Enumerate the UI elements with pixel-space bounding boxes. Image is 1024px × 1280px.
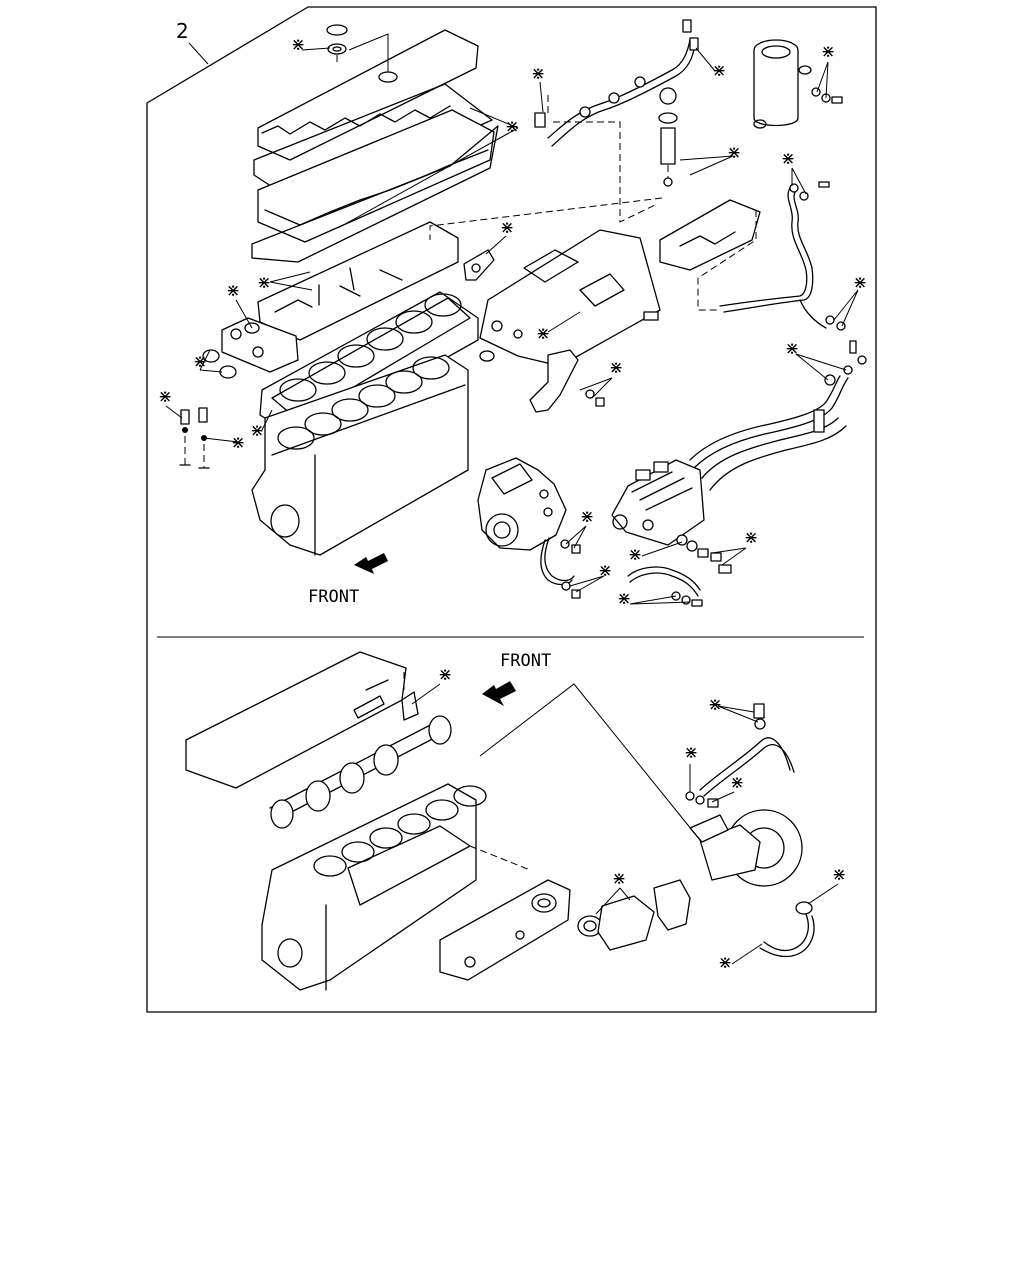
water-pump-group [531, 879, 691, 951]
cooler-leader [697, 210, 757, 311]
svg-text:⋇: ⋇ [712, 61, 726, 81]
svg-text:⋇: ⋇ [193, 352, 207, 372]
svg-text:⋇: ⋇ [580, 507, 594, 527]
svg-text:⋇: ⋇ [727, 143, 741, 163]
svg-text:⋇: ⋇ [628, 545, 642, 565]
svg-text:⋇: ⋇ [832, 865, 846, 885]
exhaust-manifold [463, 229, 661, 367]
svg-text:⋇: ⋇ [718, 953, 732, 973]
injector-nozzle [658, 112, 678, 187]
leader-lines-lower [411, 683, 839, 965]
front-arrow-lower [482, 681, 516, 706]
turbo-leader [479, 683, 701, 841]
head-bolts [179, 407, 210, 469]
svg-text:⋇: ⋇ [781, 149, 795, 169]
svg-text:⋇: ⋇ [598, 561, 612, 581]
tappet-cover-gasket [401, 691, 419, 721]
kit-markers-upper: ⋇ ⋇ ⋇ ⋇ ⋇ ⋇ ⋇ ⋇ ⋇ ⋇ ⋇ ⋇ ⋇ ⋇ ⋇ ⋇ ⋇ ⋇ ⋇ ⋇ … [158, 35, 867, 609]
svg-text:⋇: ⋇ [609, 358, 623, 378]
engine-block [251, 354, 469, 556]
svg-text:⋇: ⋇ [500, 218, 514, 238]
manifold-leader [469, 845, 531, 871]
oil-feed-pipe [719, 181, 857, 354]
callout-leader [188, 42, 209, 65]
oil-filler-cap [326, 24, 348, 62]
svg-text:⋇: ⋇ [505, 117, 519, 137]
fuel-filter [753, 39, 843, 129]
svg-text:⋇: ⋇ [785, 339, 799, 359]
fuel-injection-harness [534, 19, 699, 147]
rocker-cover [257, 29, 479, 161]
upper-assembly: FRONT ⋇ ⋇ ⋇ ⋇ ⋇ ⋇ ⋇ ⋇ ⋇ ⋇ ⋇ ⋇ ⋇ ⋇ ⋇ ⋇ ⋇ … [158, 19, 867, 609]
svg-text:⋇: ⋇ [226, 281, 240, 301]
svg-text:⋇: ⋇ [231, 433, 245, 453]
turbocharger [689, 809, 803, 887]
kit-markers-lower: ⋇ ⋇ ⋇ ⋇ ⋇ ⋇ ⋇ [438, 665, 846, 973]
svg-text:⋇: ⋇ [853, 273, 867, 293]
camshaft [269, 715, 452, 829]
lower-assembly: FRONT ⋇ ⋇ ⋇ ⋇ ⋇ ⋇ ⋇ [185, 651, 846, 991]
leader-lines-upper [165, 47, 859, 605]
svg-text:⋇: ⋇ [291, 35, 305, 55]
svg-text:⋇: ⋇ [684, 743, 698, 763]
svg-text:⋇: ⋇ [250, 421, 264, 441]
svg-text:⋇: ⋇ [536, 324, 550, 344]
cam-carrier [257, 109, 495, 243]
svg-text:⋇: ⋇ [708, 695, 722, 715]
svg-text:⋇: ⋇ [531, 64, 545, 84]
svg-text:⋇: ⋇ [821, 42, 835, 62]
svg-text:⋇: ⋇ [730, 773, 744, 793]
svg-text:⋇: ⋇ [158, 387, 172, 407]
diagram-frame [146, 6, 877, 1013]
exhaust-pipe [529, 349, 579, 413]
tappet-cover [185, 651, 407, 789]
svg-text:⋇: ⋇ [744, 528, 758, 548]
front-label-upper: FRONT [308, 587, 359, 607]
injection-pump [611, 459, 705, 546]
air-compressor [477, 457, 567, 551]
high-pressure-pipes [689, 355, 867, 491]
oil-cooler-cover [659, 199, 761, 271]
cap-leader [348, 33, 389, 72]
svg-text:⋇: ⋇ [617, 589, 631, 609]
svg-text:⋇: ⋇ [257, 273, 271, 293]
front-label-lower: FRONT [500, 651, 551, 671]
front-arrow-upper [354, 553, 388, 574]
svg-text:⋇: ⋇ [612, 869, 626, 889]
nozzle-leader [429, 197, 663, 240]
turbo-oil-return [759, 901, 815, 958]
callout-number: 2 [176, 19, 189, 43]
svg-text:⋇: ⋇ [438, 665, 452, 685]
thermostat-housing [202, 317, 299, 379]
harness-leader [553, 121, 656, 223]
